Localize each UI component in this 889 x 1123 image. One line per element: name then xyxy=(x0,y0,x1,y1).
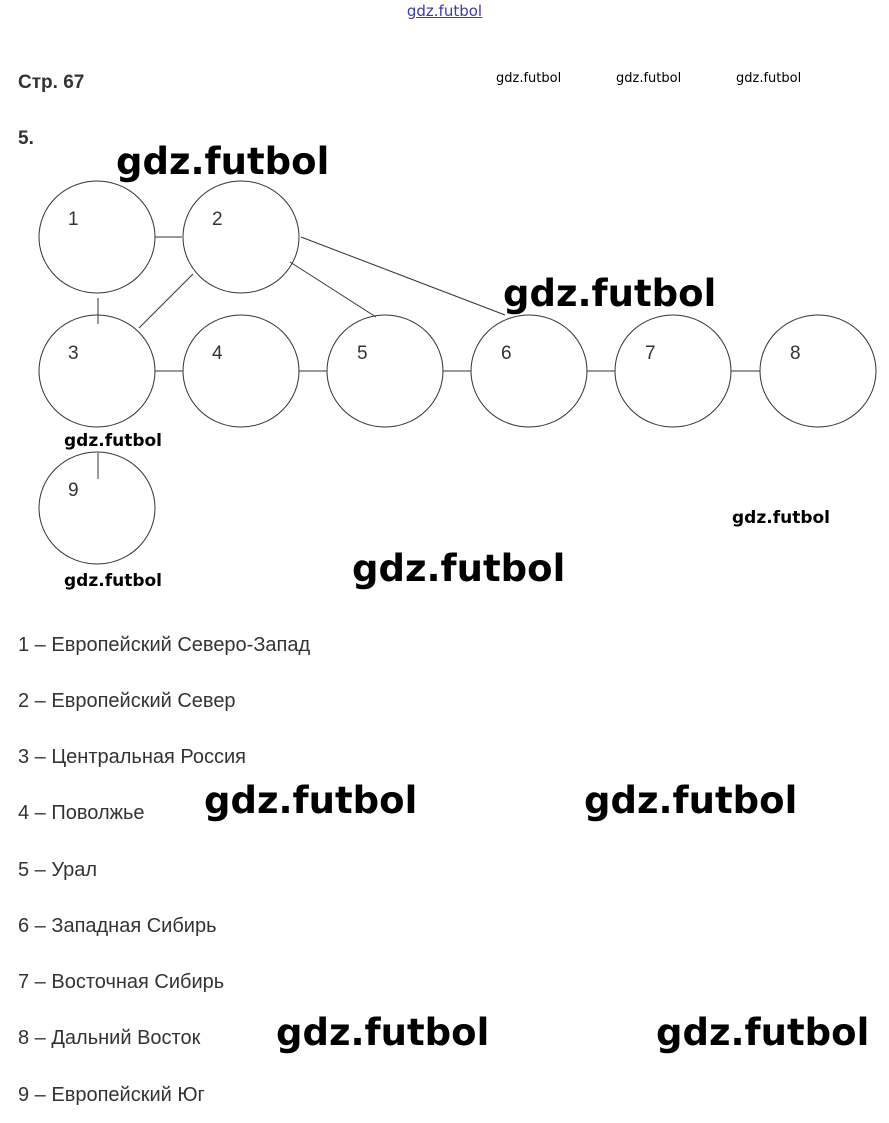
watermark-small: gdz.futbol xyxy=(616,71,682,86)
edge-2-3 xyxy=(138,273,194,329)
node-circle-3 xyxy=(38,314,156,428)
node-label-4: 4 xyxy=(212,343,223,364)
watermark-large: gdz.futbol xyxy=(276,1011,490,1054)
watermark-small: gdz.futbol xyxy=(496,71,562,86)
watermark-large: gdz.futbol xyxy=(352,547,566,590)
watermark-large: gdz.futbol xyxy=(116,140,330,183)
legend-item: 1 – Европейский Северо-Запад xyxy=(18,634,311,656)
watermark-large: gdz.futbol xyxy=(503,272,717,315)
node-circle-9 xyxy=(38,451,156,565)
node-circle-5 xyxy=(326,314,444,428)
task-number: 5. xyxy=(18,128,34,149)
edge-2-6 xyxy=(300,236,506,316)
node-label-7: 7 xyxy=(645,343,656,364)
watermark-large: gdz.futbol xyxy=(204,779,418,822)
watermark-large: gdz.futbol xyxy=(584,779,798,822)
legend-item: 6 – Западная Сибирь xyxy=(18,915,217,937)
watermark-medium: gdz.futbol xyxy=(732,508,830,528)
node-circle-4 xyxy=(182,314,300,428)
watermark-small: gdz.futbol xyxy=(736,71,802,86)
legend-item: 5 – Урал xyxy=(18,859,98,881)
page-title: Стр. 67 xyxy=(18,72,85,93)
regions-diagram: 1 2 3 4 5 6 7 8 9 xyxy=(38,180,877,565)
node-circle-2 xyxy=(182,180,300,294)
legend-item: 8 – Дальний Восток xyxy=(18,1027,201,1049)
node-circle-1 xyxy=(38,180,156,294)
watermark-large: gdz.futbol xyxy=(656,1011,870,1054)
node-label-5: 5 xyxy=(357,343,368,364)
legend-item: 4 – Поволжье xyxy=(18,802,145,824)
node-label-1: 1 xyxy=(68,209,79,230)
node-label-9: 9 xyxy=(68,480,79,501)
legend-item: 3 – Центральная Россия xyxy=(18,746,246,768)
watermark-medium: gdz.futbol xyxy=(64,431,162,451)
node-label-6: 6 xyxy=(501,343,512,364)
site-link[interactable]: gdz.futbol xyxy=(406,2,483,20)
edge-2-5 xyxy=(289,261,377,318)
node-circle-8 xyxy=(759,314,877,428)
node-label-8: 8 xyxy=(790,343,801,364)
node-circle-6 xyxy=(470,314,588,428)
node-label-2: 2 xyxy=(212,209,223,230)
watermark-medium: gdz.futbol xyxy=(64,571,162,591)
legend-item: 2 – Европейский Север xyxy=(18,690,236,712)
node-circle-7 xyxy=(614,314,732,428)
legend-item: 7 – Восточная Сибирь xyxy=(18,971,225,993)
node-label-3: 3 xyxy=(68,343,79,364)
legend-item: 9 – Европейский Юг xyxy=(18,1084,205,1106)
